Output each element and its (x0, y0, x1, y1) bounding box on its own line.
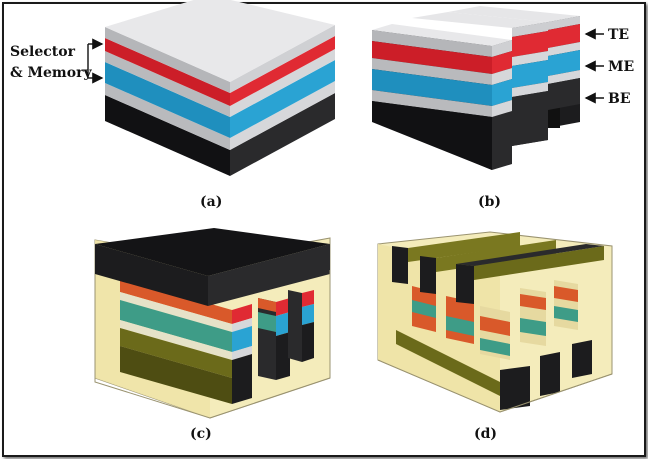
panel-b-te-label: TE (608, 27, 629, 43)
panel-d-pillars (412, 280, 578, 360)
panel-b-me-label: ME (608, 59, 634, 75)
panel-d-structure (377, 231, 613, 413)
panel-d-top-electrodes (392, 232, 604, 304)
panel-c-stack (120, 278, 252, 404)
panel-b-stripe-front (372, 24, 512, 170)
panel-c-caption: (c) (190, 426, 212, 442)
panel-a-label-line2: & Memory (10, 65, 92, 81)
panel-b-be-label: BE (608, 91, 631, 107)
panel-d-caption: (d) (474, 426, 497, 442)
panel-a-caption: (a) (200, 194, 222, 210)
panel-b-stripes (372, 6, 580, 170)
panel-b-stripe-back (448, 6, 580, 128)
panel-c-pillar-2 (258, 298, 290, 380)
panel-c-structure (94, 228, 331, 419)
panel-b-caption: (b) (478, 194, 501, 210)
panel-c-pillar-3 (288, 290, 314, 362)
panel-a-stack (105, 0, 335, 176)
panel-b-stripe-middle (412, 12, 548, 146)
panel-a-bracket (87, 38, 104, 84)
panel-a-label-line1: Selector (10, 44, 76, 60)
panel-b-arrows (584, 28, 604, 104)
